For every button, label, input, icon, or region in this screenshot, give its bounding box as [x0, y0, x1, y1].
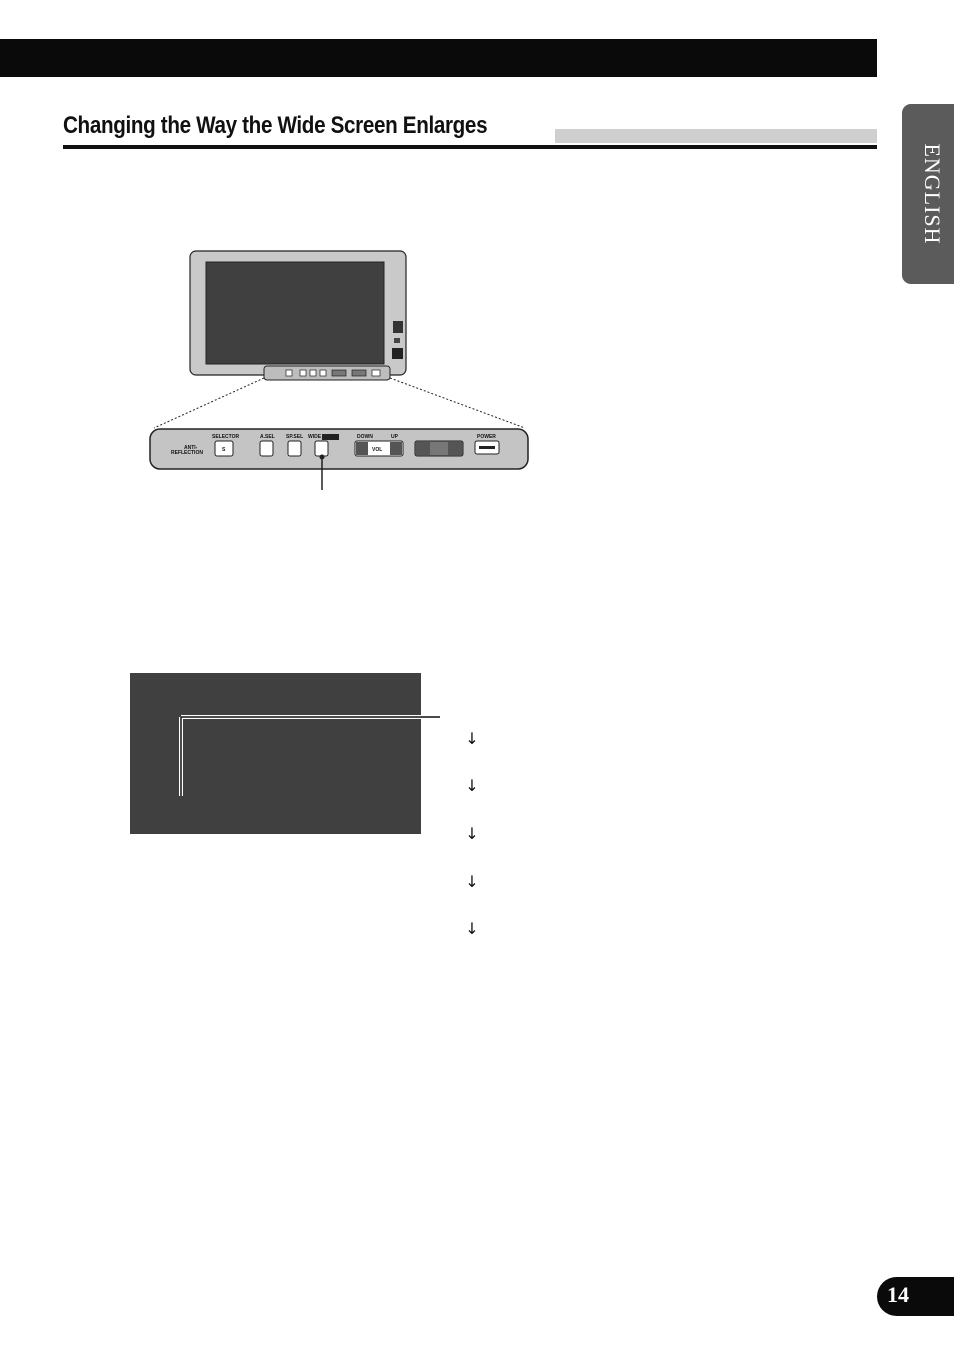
- title-shade: [555, 129, 877, 143]
- page-number: 14: [887, 1282, 909, 1307]
- asel-label: A.SEL: [260, 434, 275, 440]
- vol-label: VOL: [372, 447, 382, 453]
- sequence-arrow: ↓: [465, 919, 479, 938]
- header-bar: [0, 39, 877, 77]
- spsel-label: SP.SEL: [286, 434, 303, 440]
- wide-label: WIDE: [308, 434, 322, 440]
- language-tab: ENGLISH: [902, 104, 954, 284]
- title-rule: [63, 145, 877, 149]
- wide-button: [314, 440, 329, 457]
- page-number-tab: 14: [877, 1277, 954, 1316]
- control-panel: [149, 428, 529, 470]
- sequence-arrow: ↓: [465, 872, 479, 891]
- up-label: UP: [391, 434, 399, 440]
- anti-label-1: ANTI-: [184, 445, 198, 451]
- display-callout: [179, 715, 440, 796]
- screen-display: [130, 673, 421, 834]
- selector-button: [214, 440, 234, 457]
- sequence-arrow: ↓: [465, 729, 479, 748]
- spsel-button: [287, 440, 302, 457]
- section-title: Changing the Way the Wide Screen Enlarge…: [63, 112, 488, 139]
- monitor-screen: [205, 261, 385, 365]
- down-label: DOWN: [357, 434, 373, 440]
- power-label: POWER: [477, 434, 496, 440]
- selector-label: SELECTOR: [212, 434, 240, 440]
- device-illustration: ANTI- REFLECTION SELECTOR S A.SEL SP.SEL…: [149, 250, 529, 490]
- language-tab-label: ENGLISH: [920, 143, 945, 245]
- mini-control-strip: [263, 365, 391, 381]
- asel-button: [259, 440, 274, 457]
- anti-label-2: REFLECTION: [171, 450, 203, 456]
- sequence-arrow: ↓: [465, 776, 479, 795]
- sequence-arrow: ↓: [465, 824, 479, 843]
- selector-key-label: S: [222, 447, 226, 453]
